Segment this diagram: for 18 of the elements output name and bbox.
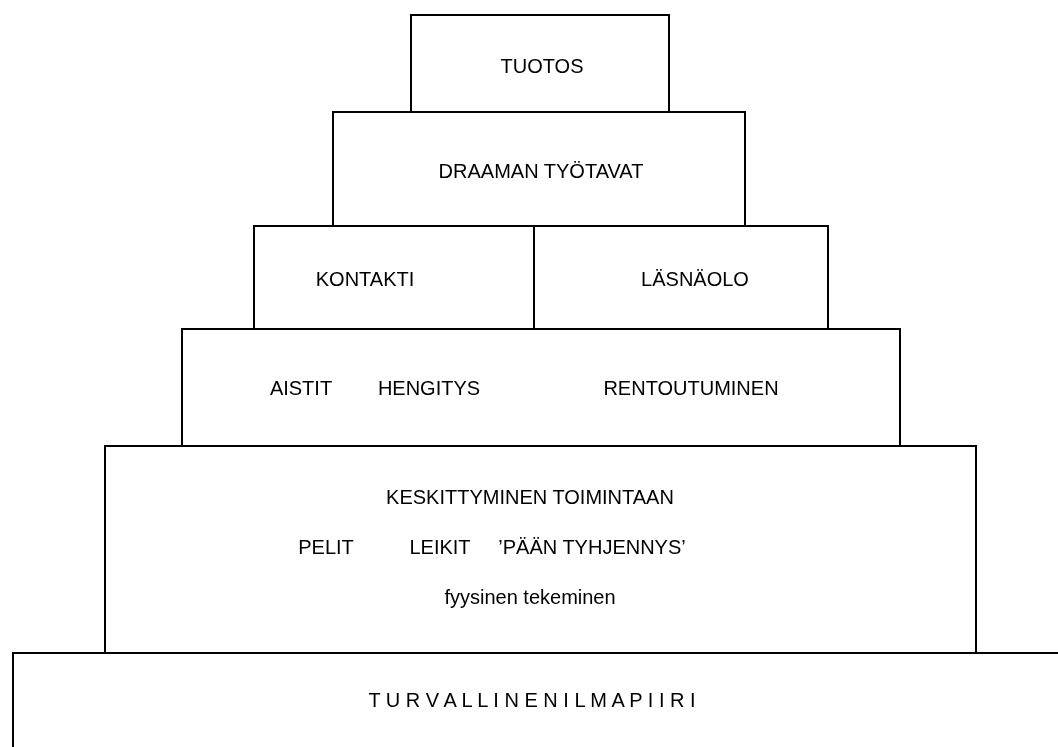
tier-label: DRAAMAN TYÖTAVAT: [438, 159, 644, 183]
tier-label: LÄSNÄOLO: [641, 267, 749, 291]
tier-label: TUOTOS: [500, 54, 584, 78]
tier-label: HENGITYS: [377, 376, 481, 400]
tier-label: LEIKIT: [409, 535, 471, 559]
tier-label: fyysinen tekeminen: [444, 585, 616, 609]
tier-label: RENTOUTUMINEN: [603, 376, 779, 400]
tier-label: ’PÄÄN TYHJENNYS’: [498, 535, 686, 559]
pyramid-tier: [332, 111, 746, 227]
pyramid-tier: [181, 328, 901, 447]
tier-label: AISTIT: [269, 376, 333, 400]
pyramid-tier: [12, 652, 1058, 747]
tier-label: KESKITTYMINEN TOIMINTAAN: [386, 485, 674, 509]
tier-label: T U R V A L L I N E N I L M A P I I R I: [368, 688, 696, 712]
pyramid-tier: [104, 445, 977, 654]
tier-label: KONTAKTI: [315, 267, 415, 291]
tier-label: PELIT: [298, 535, 354, 559]
pyramid-tier: [410, 14, 670, 113]
